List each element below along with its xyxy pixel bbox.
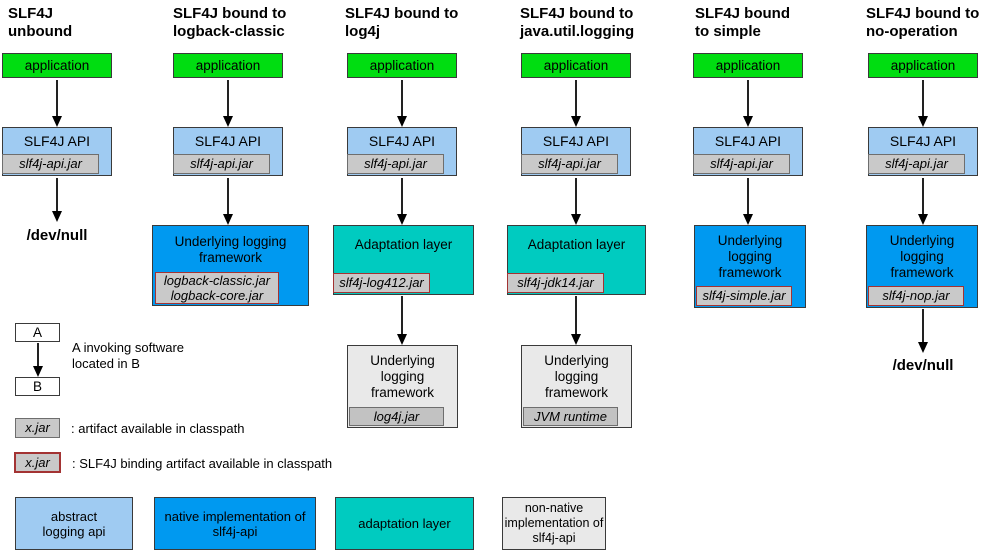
dev-null-label: /dev/null (892, 357, 954, 374)
down-arrow (396, 80, 408, 127)
legend-box-b: B (15, 377, 60, 396)
application-box: application (347, 53, 457, 78)
down-arrow (51, 178, 63, 222)
column-title-nop: SLF4J bound to no-operation (866, 5, 980, 40)
slf4j-api-box: SLF4J API slf4j-api.jar (2, 127, 112, 176)
application-box: application (2, 53, 112, 78)
down-arrow (917, 309, 929, 353)
legend-non-native-box: non-native implementation of slf4j-api (502, 497, 606, 550)
legend-artifact-jar: x.jar (15, 418, 60, 438)
down-arrow (222, 80, 234, 127)
slf4j-api-box: SLF4J API slf4j-api.jar (868, 127, 978, 176)
underlying-framework-box: Underlying logging framework slf4j-nop.j… (866, 225, 978, 308)
column-title-simple: SLF4J bound to simple (695, 5, 790, 40)
binding-jar-box: slf4j-jdk14.jar (507, 273, 604, 293)
application-box: application (868, 53, 978, 78)
down-arrow (742, 178, 754, 225)
down-arrow (570, 296, 582, 345)
legend-abstract-api-box: abstract logging api (15, 497, 133, 550)
api-jar-box: slf4j-api.jar (347, 154, 444, 174)
legend-box-a: A (15, 323, 60, 342)
down-arrow (222, 178, 234, 225)
jar-box: JVM runtime (523, 407, 618, 426)
down-arrow (570, 80, 582, 127)
application-box: application (521, 53, 631, 78)
binding-jar-box: slf4j-simple.jar (696, 286, 792, 306)
down-arrow (917, 178, 929, 225)
slf4j-api-box: SLF4J API slf4j-api.jar (521, 127, 631, 176)
api-jar-box: slf4j-api.jar (868, 154, 965, 174)
slf4j-api-box: SLF4J API slf4j-api.jar (173, 127, 283, 176)
underlying-framework-box: Underlying logging framework slf4j-simpl… (694, 225, 806, 308)
slf4j-api-box: SLF4J API slf4j-api.jar (347, 127, 457, 176)
binding-jar-box: slf4j-nop.jar (868, 286, 964, 306)
down-arrow (570, 178, 582, 225)
legend-binding-text: : SLF4J binding artifact available in cl… (72, 456, 333, 471)
adaptation-layer-box: Adaptation layer slf4j-log412.jar (333, 225, 474, 295)
jar-box: log4j.jar (349, 407, 444, 426)
api-jar-box: slf4j-api.jar (693, 154, 790, 174)
dev-null-label: /dev/null (26, 227, 88, 244)
underlying-framework-box: Underlying logging framework logback-cla… (152, 225, 309, 306)
down-arrow (742, 80, 754, 127)
column-title-jul: SLF4J bound to java.util.logging (520, 5, 635, 40)
application-box: application (693, 53, 803, 78)
legend-artifact-text: : artifact available in classpath (71, 421, 245, 436)
binding-jar-box: logback-classic.jar logback-core.jar (155, 272, 279, 304)
down-arrow (51, 80, 63, 127)
down-arrow (396, 296, 408, 345)
down-arrow (917, 80, 929, 127)
legend-invocation-text: A invoking software located in B (72, 340, 185, 371)
underlying-framework-box: Underlying logging framework JVM runtime (521, 345, 632, 428)
slf4j-api-box: SLF4J API slf4j-api.jar (693, 127, 803, 176)
application-box: application (173, 53, 283, 78)
api-jar-box: slf4j-api.jar (173, 154, 270, 174)
down-arrow (396, 178, 408, 225)
binding-jar-box: slf4j-log412.jar (333, 273, 430, 293)
legend-binding-jar: x.jar (14, 452, 61, 473)
legend-adaptation-box: adaptation layer (335, 497, 474, 550)
legend-native-impl-box: native implementation of slf4j-api (154, 497, 316, 550)
column-title-unbound: SLF4J unbound (8, 5, 73, 40)
api-jar-box: slf4j-api.jar (2, 154, 99, 174)
api-jar-box: slf4j-api.jar (521, 154, 618, 174)
column-title-log4j: SLF4J bound to log4j (345, 5, 459, 40)
column-title-logback: SLF4J bound to logback-classic (173, 5, 287, 40)
underlying-framework-box: Underlying logging framework log4j.jar (347, 345, 458, 428)
adaptation-layer-box: Adaptation layer slf4j-jdk14.jar (507, 225, 646, 295)
down-arrow (32, 343, 44, 377)
